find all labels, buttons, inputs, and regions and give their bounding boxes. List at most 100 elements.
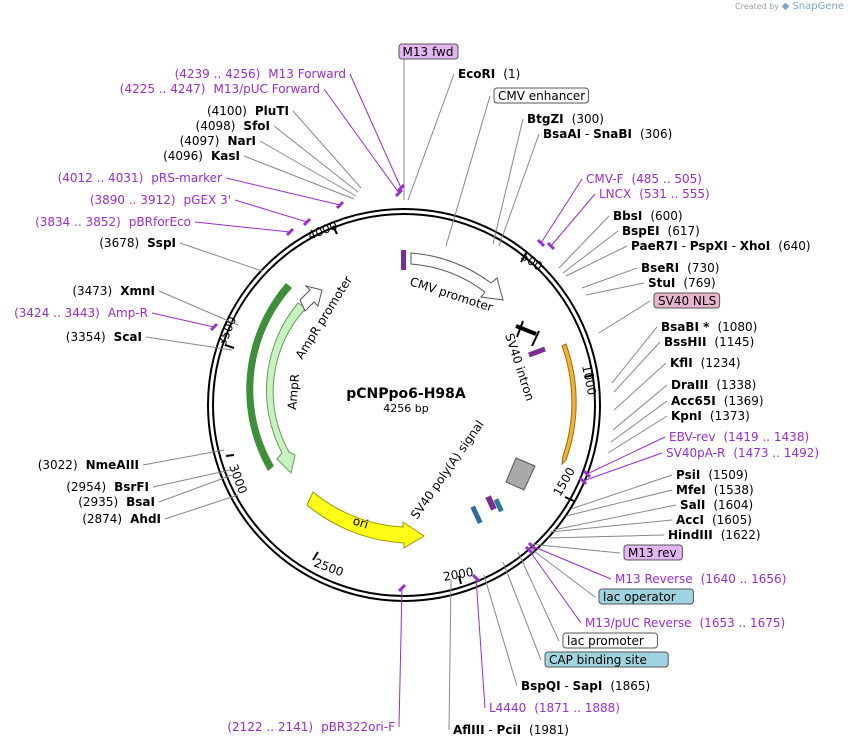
site-label-text: (2954)BsrFI [66, 480, 149, 494]
enzyme-label-9[interactable]: BseRI(730) [641, 261, 719, 275]
enzyme-label-left-3[interactable]: (4098)SfoI [196, 119, 270, 133]
cmv-promoter-arrow[interactable] [410, 252, 504, 301]
site-name: AflIII [453, 723, 485, 737]
enzyme-label-left-12[interactable]: (3354) ScaI [66, 330, 142, 344]
site-position: (4097) [180, 134, 220, 148]
enzyme-label-7[interactable]: BspEI(617) [622, 224, 700, 238]
primer-label-left-17[interactable]: (2122 .. 2141)pBR322ori-F [227, 720, 395, 734]
site-label-text: (3354) ScaI [66, 330, 142, 344]
enzyme-label-23[interactable]: AccI(1605) [676, 513, 752, 527]
site-label-text: BbsI(600) [613, 209, 683, 223]
tick-label-3500: 3500 [215, 315, 239, 349]
primer-label-left-1[interactable]: (4225 .. 4247)M13/pUC Forward [120, 82, 320, 96]
site-position: (1419 .. 1438) [723, 430, 809, 444]
enzyme-label-left-13[interactable]: (3022)NmeAIII [38, 458, 139, 472]
primer-label-left-0[interactable]: (4239 .. 4256)M13 Forward [175, 67, 346, 81]
enzyme-label-left-15[interactable]: (2935)BsaI [78, 495, 155, 509]
enzyme-label-8[interactable]: PaeR7I - PspXI - XhoI(640) [631, 239, 811, 253]
site-name: pBRforEco [129, 215, 191, 229]
primer-label-26[interactable]: M13 Reverse(1640 .. 1656) [615, 572, 786, 586]
ampr-promoter-arrow[interactable] [299, 285, 323, 312]
enzyme-label-22[interactable]: SalI(1604) [680, 498, 753, 512]
primer-label-18[interactable]: EBV-rev(1419 .. 1438) [669, 430, 809, 444]
site-name: BspEI [622, 224, 660, 238]
feature-badge-27[interactable]: lac operator [598, 588, 694, 605]
enzyme-label-10[interactable]: StuI(769) [648, 276, 716, 290]
enzyme-label-left-9[interactable]: (3678)SspI [99, 236, 176, 250]
site-position: (4100) [207, 104, 247, 118]
site-label-text: L4440(1871 .. 1888) [489, 701, 620, 715]
primer-label-left-7[interactable]: (3890 .. 3912)pGEX 3' [90, 193, 231, 207]
enzyme-label-2[interactable]: BtgZI(300) [527, 112, 604, 126]
enzyme-label-3[interactable]: BsaAI - SnaBI(306) [543, 127, 672, 141]
enzyme-label-6[interactable]: BbsI(600) [613, 209, 683, 223]
site-position: (1653 .. 1675) [700, 616, 786, 630]
site-label-text: (4098)SfoI [196, 119, 270, 133]
enzyme-label-13[interactable]: BssHII(1145) [664, 335, 754, 349]
enzyme-label-left-14[interactable]: (2954)BsrFI [66, 480, 149, 494]
leader-line [502, 561, 542, 661]
enzyme-label-20[interactable]: PsiI(1509) [676, 468, 748, 482]
enzyme-label-17[interactable]: KpnI(1373) [671, 409, 750, 423]
insert-arc[interactable] [561, 343, 577, 466]
site-position: (1981) [529, 723, 569, 737]
ampr-arc[interactable] [246, 283, 292, 471]
ori-label: ori [351, 514, 370, 532]
site-name: BsaAI [543, 127, 581, 141]
enzyme-label-left-2[interactable]: (4100)PluTI [207, 104, 289, 118]
site-label-text: AccI(1605) [676, 513, 752, 527]
ampr-arrow[interactable] [266, 302, 307, 474]
leader-line [528, 543, 621, 554]
site-name: BspQI [521, 679, 561, 693]
enzyme-label-left-16[interactable]: (2874)AhdI [82, 512, 161, 526]
site-label-text: (4239 .. 4256)M13 Forward [175, 67, 346, 81]
leader-line [151, 312, 215, 328]
enzyme-label-14[interactable]: KflI(1234) [670, 356, 741, 370]
ori-arrow[interactable] [306, 491, 425, 549]
badge-text: lac promoter [567, 634, 644, 648]
site-name: - [678, 239, 690, 253]
enzyme-label-12[interactable]: BsaBI *(1080) [661, 320, 757, 334]
site-name: ScaI [114, 330, 142, 344]
primer-label-32[interactable]: L4440(1871 .. 1888) [489, 701, 620, 715]
enzyme-label-left-4[interactable]: (4097)NarI [180, 134, 256, 148]
feature-badge-1[interactable]: CMV enhancer [493, 87, 589, 104]
enzyme-label-15[interactable]: DraIII(1338) [671, 378, 756, 392]
site-label-text: (4096)KasI [163, 149, 240, 163]
site-position: (2935) [78, 495, 118, 509]
sv40-polya-block[interactable] [505, 457, 536, 491]
enzyme-label-0[interactable]: EcoRI(1) [458, 67, 520, 81]
leader-line [158, 290, 239, 326]
primer-label-5[interactable]: LNCX(531 .. 555) [599, 187, 710, 201]
site-position: (4098) [196, 119, 236, 133]
feature-badge-11[interactable]: SV40 NLS [653, 292, 721, 309]
site-position: (600) [650, 209, 682, 223]
site-position: (3354) [66, 330, 106, 344]
primer-label-28[interactable]: M13/pUC Reverse(1653 .. 1675) [585, 616, 785, 630]
feature-badge-30[interactable]: CAP binding site [544, 651, 669, 668]
primer-label-left-11[interactable]: (3424 .. 3443)Amp-R [14, 306, 148, 320]
site-label-text: MfeI(1538) [676, 483, 754, 497]
leader-line [145, 336, 233, 351]
primer-label-4[interactable]: CMV-F(485 .. 505) [586, 172, 702, 186]
enzyme-label-33[interactable]: AflIII - PciI(1981) [453, 723, 569, 737]
enzyme-label-21[interactable]: MfeI(1538) [676, 483, 754, 497]
enzyme-label-24[interactable]: HindIII(1622) [668, 528, 761, 542]
site-position: (2122 .. 2141) [227, 720, 313, 734]
enzyme-label-left-5[interactable]: (4096)KasI [163, 149, 240, 163]
primer-label-left-6[interactable]: (4012 .. 4031)pRS-marker [58, 171, 222, 185]
enzyme-label-31[interactable]: BspQI - SapI(1865) [521, 679, 650, 693]
feature-badge-25[interactable]: M13 rev [623, 544, 683, 561]
enzyme-label-16[interactable]: Acc65I(1369) [671, 394, 764, 408]
site-position: (4225 .. 4247) [120, 82, 206, 96]
primer-label-left-8[interactable]: (3834 .. 3852)pBRforEco [35, 215, 191, 229]
enzyme-label-left-10[interactable]: (3473)XmnI [72, 284, 155, 298]
site-position: (1145) [714, 335, 754, 349]
badge-m13-fwd[interactable]: M13 fwd [398, 43, 459, 60]
site-name: KasI [211, 149, 240, 163]
feature-badge-29[interactable]: lac promoter [562, 632, 658, 649]
site-position: (1604) [713, 498, 753, 512]
site-name: AhdI [130, 512, 161, 526]
site-position: (3022) [38, 458, 78, 472]
primer-label-19[interactable]: SV40pA-R(1473 .. 1492) [666, 446, 819, 460]
